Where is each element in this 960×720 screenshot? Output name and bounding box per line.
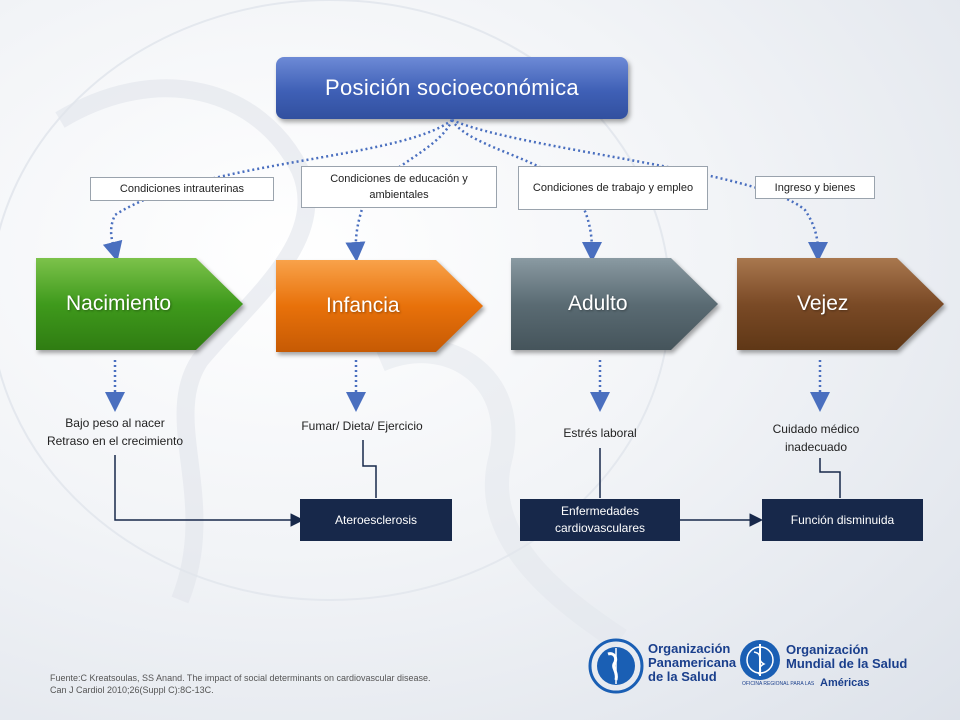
condition-work: Condiciones de trabajo y empleo [518,166,708,210]
condition-income: Ingreso y bienes [755,176,875,199]
oms-line-2: Mundial de la Salud [786,656,908,671]
source-citation: Fuente:C Kreatsoulas, SS Anand. The impa… [50,672,431,696]
result-funcion: Función disminuida [762,499,923,541]
stage-arrow-nacimiento [36,258,243,350]
oms-emblem-icon [740,640,780,680]
oms-line-1: Organización [786,642,869,657]
stage-arrow-infancia [276,260,483,352]
bottom-dotted-arrows [105,360,830,412]
ops-line-2: Panamericana [648,655,737,670]
stage-label-adulto: Adulto [568,292,628,315]
outcome-nacimiento: Bajo peso al nacer Retraso en el crecimi… [20,414,210,450]
outcome-medical-care: Cuidado médico [772,422,860,436]
stage-arrow-adulto [511,258,718,350]
oms-logo-text: Organización Mundial de la Salud [786,643,907,671]
solid-connectors [114,440,841,527]
oms-subtitle: OFICINA REGIONAL PARA LAS [742,681,815,687]
source-line-2: Can J Cardiol 2010;26(Suppl C):8C-13C. [50,685,214,695]
ops-line-3: de la Salud [648,669,717,684]
socioeconomic-position-box: Posición socioeconómica [276,57,628,119]
source-line-1: Fuente:C Kreatsoulas, SS Anand. The impa… [50,673,431,683]
stage-label-vejez: Vejez [797,292,849,315]
ops-emblem-icon [588,638,644,694]
stage-label-infancia: Infancia [326,294,400,317]
oms-americas: Américas [820,677,870,689]
outcome-infancia: Fumar/ Dieta/ Ejercicio [301,419,423,433]
outcome-growth-delay: Retraso en el crecimiento [46,434,184,448]
condition-intrauterine: Condiciones intrauterinas [90,177,274,201]
stage-arrow-vejez [737,258,944,350]
condition-education: Condiciones de educación y ambientales [301,166,497,208]
outcome-inadequate: inadecuado [784,440,848,454]
stage-label-nacimiento: Nacimiento [66,292,172,315]
outcome-adulto: Estrés laboral [563,426,637,440]
result-enfermedades-line2: cardiovasculares [554,521,646,535]
outcome-vejez: Cuidado médico inadecuado [756,420,876,456]
result-enfermedades: Enfermedades cardiovasculares [520,499,680,541]
result-ateroesclerosis: Ateroesclerosis [300,499,452,541]
ops-logo-text: Organización Panamericana de la Salud [648,642,736,684]
outcome-low-birth-weight: Bajo peso al nacer [65,416,165,430]
result-enfermedades-line1: Enfermedades [560,504,640,518]
ops-line-1: Organización [648,641,731,656]
